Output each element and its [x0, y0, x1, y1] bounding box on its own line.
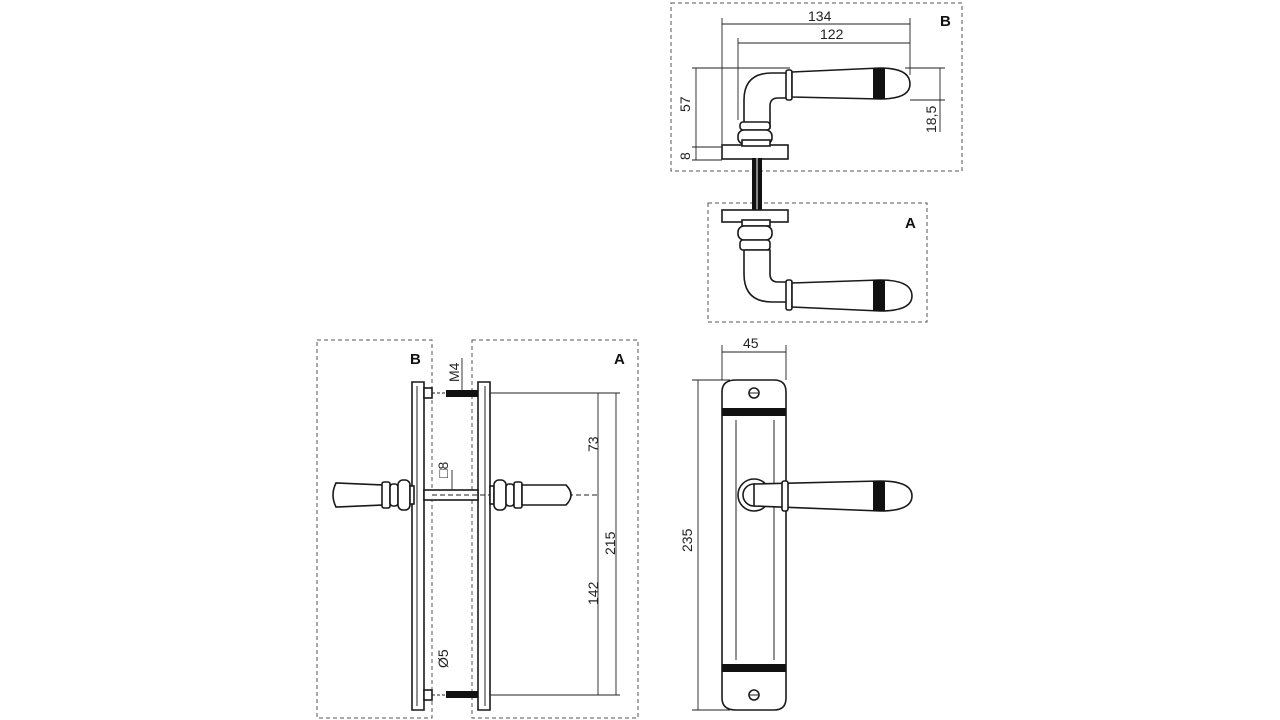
dim-overall-length: 134: [808, 8, 832, 24]
top-handle-a: [721, 209, 913, 312]
front-dimensions: 45 235: [679, 335, 787, 711]
dim-handle-height: 57: [677, 96, 693, 112]
dim-square-spindle: □8: [435, 462, 451, 478]
dim-lower-distance: 142: [585, 581, 601, 605]
dim-screw-thread: M4: [446, 362, 462, 382]
dim-upper-distance: 73: [585, 436, 601, 452]
side-screws: [432, 390, 478, 698]
spindle: [752, 150, 762, 215]
dim-plate-length: 235: [679, 528, 695, 552]
side-box-b-tag: B: [410, 351, 421, 368]
top-handle-b: [721, 67, 911, 160]
box-a-tag: A: [905, 215, 916, 232]
side-view-box-a: A: [471, 339, 639, 719]
top-view-box-a: A: [707, 202, 928, 323]
dim-rose-thickness: 8: [677, 152, 693, 160]
dim-hole-distance: 215: [602, 531, 618, 555]
side-lever-a: [489, 479, 572, 511]
dim-plate-width: 45: [743, 335, 759, 351]
top-view-box-b: B: [670, 2, 963, 172]
side-dimensions: 73 215 142 M4 □8 Ø5: [435, 358, 620, 696]
box-b-tag: B: [940, 13, 951, 30]
side-view-box-b: B: [316, 339, 433, 719]
front-lever: [737, 478, 913, 512]
dim-handle-length: 122: [820, 26, 844, 42]
front-screw-top: [748, 387, 760, 399]
side-box-a-tag: A: [614, 351, 625, 368]
side-plate-b: [411, 381, 433, 711]
side-plate-a: [477, 381, 491, 711]
side-lever-b: [332, 479, 415, 511]
dim-hole-diameter: Ø5: [435, 649, 451, 668]
dim-grip-offset: 18,5: [923, 106, 939, 133]
front-plate: [721, 379, 787, 711]
front-screw-bottom: [748, 689, 760, 701]
top-view-dimensions: 134 122 57 8 18,5: [677, 8, 945, 161]
